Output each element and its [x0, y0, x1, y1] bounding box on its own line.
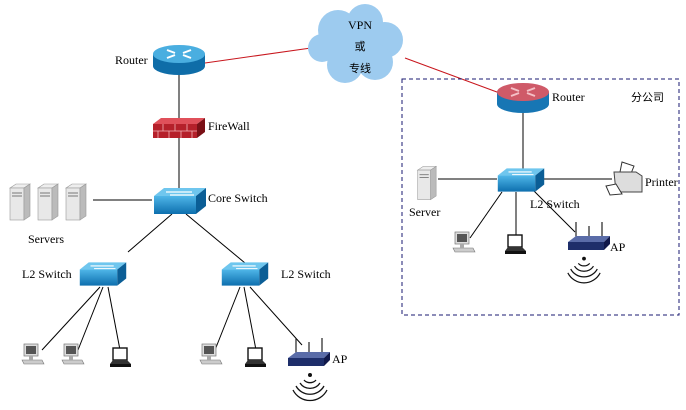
server-icon: [65, 183, 87, 221]
core-switch-label: Core Switch: [208, 191, 268, 205]
wan-cloud: VPN 或 专线: [308, 4, 403, 83]
links: [41, 46, 612, 351]
l2-switch-right-icon: [221, 261, 269, 287]
branch-l2-switch-icon: [497, 167, 545, 193]
cloud-label-vpn: VPN: [348, 18, 372, 32]
branch-ap-label: AP: [610, 240, 626, 254]
access-point-icon: [287, 337, 331, 367]
branch-router-icon: [496, 82, 550, 114]
wireless-signal-icon: [567, 256, 601, 284]
firewall-icon: [152, 117, 206, 139]
laptop-icon: [244, 347, 267, 368]
cloud-label-leased-line: 专线: [349, 61, 371, 75]
wan-link-hq: [204, 46, 319, 64]
firewall-label: FireWall: [208, 119, 250, 133]
laptop-icon: [109, 347, 132, 368]
core-switch-icon: [153, 187, 207, 215]
laptop-icon: [504, 234, 527, 255]
branch-router-label: Router: [552, 90, 585, 104]
cloud-label-or: 或: [355, 40, 366, 53]
server-icon: [9, 183, 31, 221]
l2-switch-right-label: L2 Switch: [281, 267, 331, 281]
branch-l2-switch-label: L2 Switch: [530, 197, 580, 211]
branch-office-title: 分公司: [631, 91, 664, 104]
servers-label: Servers: [28, 232, 64, 246]
wan-link-branch: [404, 57, 506, 96]
branch-access-point-icon: [567, 221, 611, 251]
printer-label: Printer: [645, 175, 678, 189]
branch-server-icon: [417, 165, 437, 201]
server-icon: [37, 183, 59, 221]
hq-router-label: Router: [115, 53, 148, 67]
pc-icon: [199, 343, 223, 365]
hq-ap-label: AP: [332, 352, 348, 366]
pc-icon: [61, 343, 85, 365]
branch-server-label: Server: [409, 205, 440, 219]
wireless-signal-icon: [292, 372, 328, 402]
branch-office-boundary: [401, 78, 680, 316]
l2-switch-left-label: L2 Switch: [22, 267, 72, 281]
hq-router-icon: [152, 44, 206, 76]
l2-switch-left-icon: [79, 261, 127, 287]
pc-icon: [21, 343, 45, 365]
